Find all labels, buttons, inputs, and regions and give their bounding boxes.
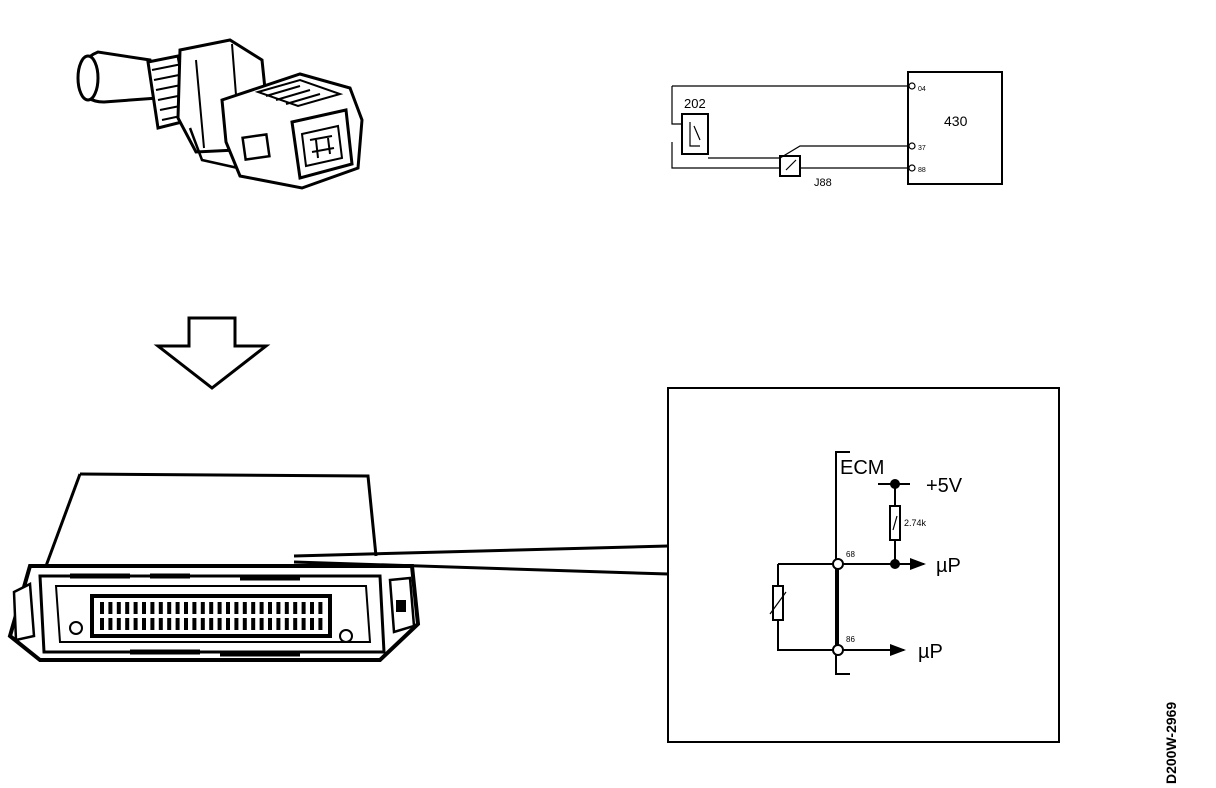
connector-pin (301, 602, 306, 614)
connector-pin (184, 618, 188, 630)
figure-code: D200W-2969 (1163, 702, 1179, 784)
connector-pin (209, 618, 214, 630)
ecm-connector-pins (100, 602, 323, 630)
connector-pin (133, 602, 138, 614)
connector-pin (276, 618, 281, 630)
connector-pin (242, 618, 247, 630)
connector-pin (301, 618, 306, 630)
connector-pin (100, 602, 104, 614)
temperature-sensor-icon (76, 38, 364, 190)
connector-pin (226, 618, 230, 630)
connector-pin (251, 602, 256, 614)
connector-pin (158, 602, 163, 614)
connector-pin (192, 618, 197, 630)
connector-pin (234, 602, 239, 614)
connector-pin (200, 602, 205, 614)
thermistor-icon (769, 585, 787, 621)
connector-pin (142, 618, 146, 630)
connector-pin (259, 602, 264, 614)
connector-pin (167, 602, 172, 614)
connector-pin (125, 602, 130, 614)
connector-pin (226, 602, 230, 614)
connector-pin (150, 618, 155, 630)
connector-pin (242, 602, 247, 614)
connector-pin (217, 618, 222, 630)
connector-label: J88 (814, 177, 832, 189)
pin-label-1: 04 (918, 86, 926, 93)
connector-pin (184, 602, 188, 614)
pin-upper-label: 68 (846, 550, 855, 559)
connector-pin (100, 618, 104, 630)
connector-pin (310, 618, 314, 630)
pin-label-2: 37 (918, 145, 926, 152)
connector-pin (158, 618, 163, 630)
connector-pin (234, 618, 239, 630)
sensor-box (681, 113, 709, 155)
connector-pin (310, 602, 314, 614)
connector-pin (284, 602, 289, 614)
connector-pin (251, 618, 256, 630)
connector-pin (276, 602, 281, 614)
ecm-unit-icon (7, 472, 421, 662)
circuit-frame (667, 387, 1060, 743)
connector-pin (293, 618, 298, 630)
connector-pin (192, 602, 197, 614)
connector-pin (125, 618, 130, 630)
ecm-label: ECM (840, 457, 884, 479)
connector-pin (293, 602, 298, 614)
connector-pin (150, 602, 155, 614)
pin-lower-label: 86 (846, 635, 855, 644)
sensor-label: 202 (684, 96, 706, 111)
module-box (907, 71, 1003, 185)
down-arrow-icon (153, 316, 271, 390)
harness-line-upper (293, 544, 669, 558)
connector-pin (217, 602, 222, 614)
connector-pin (108, 602, 113, 614)
connector-j88 (779, 155, 801, 177)
connector-pin (116, 618, 121, 630)
connector-pin (116, 602, 121, 614)
connector-pin (133, 618, 138, 630)
harness-line-lower (293, 560, 669, 576)
wiring-diagram: 202 J88 430 04 37 88 (671, 71, 1003, 189)
connector-pin (259, 618, 264, 630)
connector-pin (318, 618, 323, 630)
connector-pin (142, 602, 146, 614)
supply-label: +5V (926, 475, 963, 497)
output-upper-label: µP (936, 555, 961, 577)
connector-pin (284, 618, 289, 630)
module-label: 430 (944, 113, 968, 129)
connector-pin (268, 602, 272, 614)
connector-pin (200, 618, 205, 630)
connector-pin (209, 602, 214, 614)
connector-pin (175, 602, 180, 614)
connector-pin (268, 618, 272, 630)
pin-label-3: 88 (918, 167, 926, 174)
connector-pin (108, 618, 113, 630)
connector-pin (175, 618, 180, 630)
connector-pin (318, 602, 323, 614)
output-lower-label: µP (918, 641, 943, 663)
resistor-label: 2.74k (904, 518, 927, 528)
circuit-panel: ECM +5V 2.74k 68 µP 86 µP (667, 387, 1060, 743)
connector-pin (167, 618, 172, 630)
